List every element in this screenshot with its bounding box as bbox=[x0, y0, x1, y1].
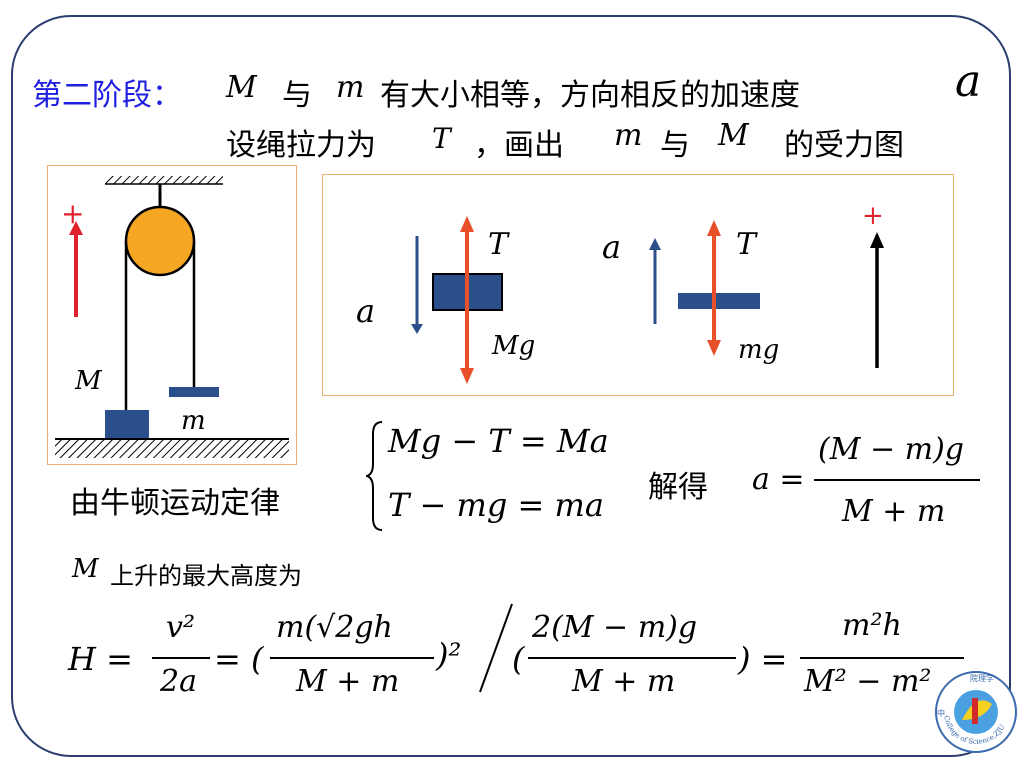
label-a2: a bbox=[602, 228, 621, 266]
var-m: m bbox=[336, 70, 365, 105]
subtitle-text3: 的受力图 bbox=[784, 128, 904, 163]
f2-bar bbox=[270, 657, 434, 659]
f4-numerator: m²h bbox=[842, 608, 902, 643]
var-T: T bbox=[432, 122, 451, 155]
f1-numerator: v² bbox=[166, 610, 195, 645]
pulley-wheel bbox=[124, 205, 196, 277]
close-eq: ) = bbox=[738, 640, 788, 678]
yu-text: 与 bbox=[282, 78, 312, 113]
floor-hatch bbox=[55, 440, 289, 458]
solution-fraction-bar bbox=[814, 479, 980, 481]
label-mg: mg bbox=[738, 335, 779, 365]
plus-sign-left: + bbox=[61, 197, 84, 230]
equation-1: Mg − T = Ma bbox=[388, 422, 609, 460]
close-squared: )² bbox=[436, 636, 462, 674]
f3-numerator: 2(M − m)g bbox=[532, 610, 698, 645]
height-text: 上升的最大高度为 bbox=[110, 562, 302, 590]
var-M3: M bbox=[72, 554, 99, 584]
red-arrow-head bbox=[69, 221, 83, 235]
equation-2: T − mg = ma bbox=[388, 486, 604, 524]
Mg-arrow-head bbox=[460, 368, 474, 384]
label-M: M bbox=[74, 366, 103, 396]
logo-top-text: 院理学 bbox=[970, 673, 994, 683]
solution-lhs: a = bbox=[752, 462, 805, 497]
mg-arrow-head bbox=[707, 340, 721, 356]
plus-sign-right: + bbox=[862, 201, 884, 231]
label-a1: a bbox=[356, 292, 375, 330]
mass-M-block bbox=[105, 410, 149, 439]
force-diagram bbox=[322, 174, 954, 396]
f1-bar bbox=[152, 657, 210, 659]
mass-m-block bbox=[169, 387, 219, 397]
logo-side-text: 中 bbox=[937, 708, 945, 718]
var-M: M bbox=[226, 70, 257, 105]
solution-denominator: M + m bbox=[842, 494, 946, 529]
college-logo: College of Science,ZJU 院理学 中 bbox=[935, 671, 1017, 753]
yu-text2: 与 bbox=[660, 128, 690, 163]
division-slash bbox=[479, 603, 513, 693]
f3-denominator: M + m bbox=[572, 664, 676, 699]
f4-bar bbox=[800, 657, 964, 659]
logo-figure bbox=[972, 698, 978, 724]
label-T1: T bbox=[488, 227, 510, 262]
a-arrow-down-head bbox=[411, 324, 423, 334]
var-m2: m bbox=[614, 118, 643, 153]
var-M2: M bbox=[718, 118, 749, 153]
newton-label: 由牛顿运动定律 bbox=[70, 486, 280, 521]
a-arrow-up-head bbox=[649, 238, 661, 250]
label-Mg: Mg bbox=[491, 331, 535, 361]
var-a: a bbox=[955, 56, 982, 107]
solution-numerator: (M − m)g bbox=[818, 432, 964, 467]
T-arrow-head-2 bbox=[707, 220, 721, 236]
pulley-svg: + M m bbox=[55, 176, 289, 458]
f3-bar bbox=[528, 657, 736, 659]
f2-denominator: M + m bbox=[296, 664, 400, 699]
pulley-diagram bbox=[47, 165, 297, 465]
f2-numerator: m(√2gh bbox=[276, 610, 393, 645]
H-lhs: H = bbox=[68, 640, 133, 678]
stage-label: 第二阶段： bbox=[32, 78, 182, 113]
solution-label: 解得 bbox=[648, 470, 708, 505]
block-m bbox=[678, 293, 760, 309]
slide-frame bbox=[11, 15, 1011, 757]
ceiling-hatch bbox=[105, 176, 223, 184]
eq-open: = ( bbox=[214, 640, 264, 678]
label-m: m bbox=[181, 406, 206, 436]
subtitle-text2: ，画出 bbox=[474, 128, 564, 163]
paren-open: ( bbox=[512, 640, 525, 678]
system-brace bbox=[366, 421, 383, 531]
title-text: 有大小相等，方向相反的加速度 bbox=[380, 78, 800, 113]
T-arrow-head-1 bbox=[460, 216, 474, 232]
f1-denominator: 2a bbox=[160, 664, 197, 699]
f4-denominator: M² − m² bbox=[804, 664, 932, 699]
subtitle-text1: 设绳拉力为 bbox=[226, 128, 376, 163]
force-svg: T a Mg a T mg + bbox=[356, 201, 884, 384]
label-T2: T bbox=[736, 227, 758, 262]
positive-arrow-head bbox=[870, 232, 884, 248]
